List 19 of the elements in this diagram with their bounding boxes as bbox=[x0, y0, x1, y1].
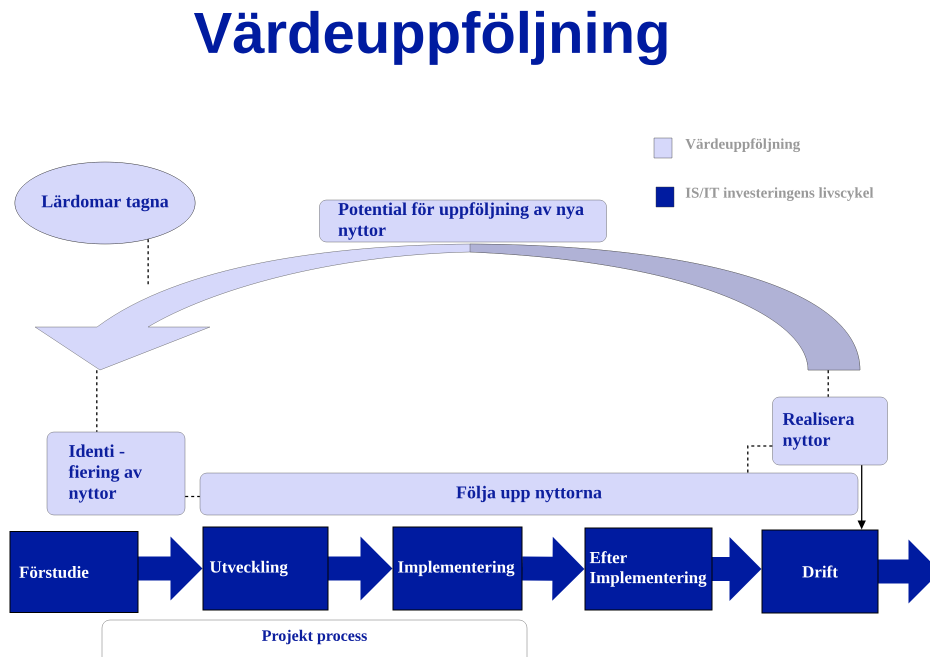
oval-bubble: Lärdomar tagna bbox=[14, 162, 196, 244]
rounded-box: Realisera nyttor bbox=[772, 396, 888, 466]
dashed-connector bbox=[828, 370, 829, 397]
dashed-connector bbox=[747, 445, 772, 473]
legend-label: IS/IT investeringens livscykel bbox=[686, 187, 874, 201]
title: Värdeuppföljning bbox=[194, 10, 667, 66]
stage-box: Drift bbox=[762, 530, 878, 614]
dashed-connector bbox=[185, 496, 200, 498]
dashed-connector bbox=[96, 370, 98, 432]
stage-box: Utveckling bbox=[202, 526, 328, 610]
stage-box: Förstudie bbox=[10, 531, 138, 613]
rounded-bar: Följa upp nyttorna bbox=[200, 472, 858, 516]
rounded-box: Identi - fiering av nyttor bbox=[46, 432, 186, 516]
stage-box: Implementering bbox=[392, 526, 522, 610]
legend-label: Värdeuppföljning bbox=[685, 138, 800, 152]
dashed-connector bbox=[147, 239, 149, 287]
stage-box: Efter Implementering bbox=[584, 528, 712, 610]
bracket-box: Projekt process bbox=[102, 620, 528, 657]
rounded-box: Potential för uppföljning av nya nyttor bbox=[319, 200, 607, 242]
